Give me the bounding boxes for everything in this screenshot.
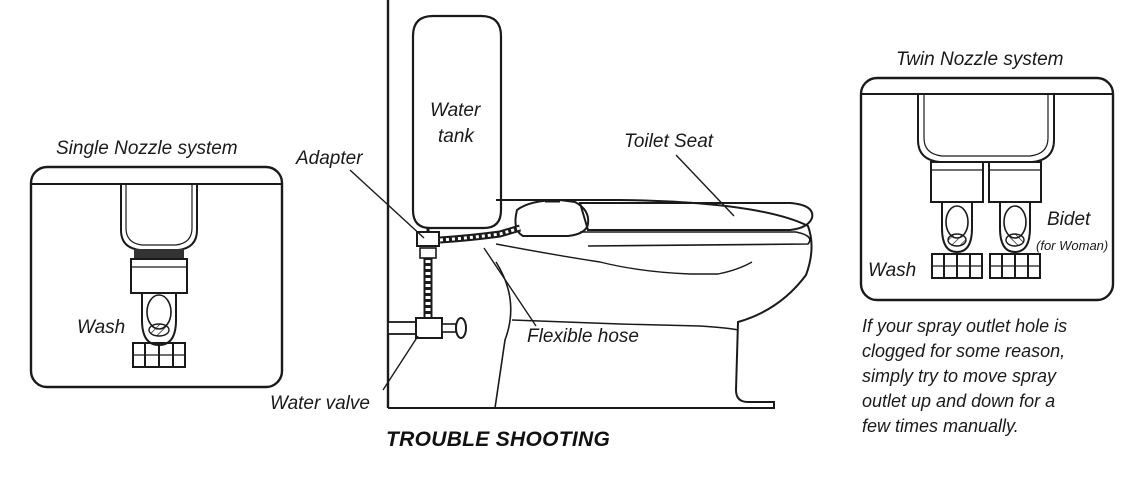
note-line: simply try to move spray: [862, 366, 1057, 386]
water-tank-label-line1: Water: [430, 100, 481, 121]
adapter-leader: [349, 169, 425, 239]
twin-bidet-sub-label: (for Woman): [1036, 238, 1109, 253]
single-spray-holes: [148, 323, 170, 337]
single-panel-frame: [29, 165, 284, 389]
twin-wash-label: Wash: [868, 260, 917, 281]
water-valve-label: Water valve: [270, 393, 370, 414]
twin-nozzle-panel: [859, 76, 1115, 302]
twin-panel-frame: [859, 76, 1115, 302]
single-wash-label: Wash: [77, 317, 126, 338]
twin-panel-caption: Twin Nozzle system: [896, 49, 1064, 70]
twin-bidet-nozzle-tip: [999, 202, 1031, 254]
water-tank: [411, 14, 503, 230]
toilet-seat-label: Toilet Seat: [624, 131, 714, 152]
seat-leader: [675, 154, 735, 217]
single-panel-caption: Single Nozzle system: [56, 138, 238, 159]
single-nozzle-panel: [29, 165, 284, 389]
toilet-seat: [578, 202, 814, 231]
hose-leader: [483, 247, 537, 327]
note-line: If your spray outlet hole is: [862, 316, 1068, 336]
twin-wash-nozzle-tip: [941, 202, 973, 254]
water-valve: [387, 317, 467, 339]
toilet-bowl: [496, 199, 813, 408]
valve-leader: [382, 335, 419, 391]
page-title: TROUBLE SHOOTING: [386, 428, 611, 451]
single-nozzle-neck: [134, 249, 184, 259]
single-nozzle-tip: [141, 293, 177, 347]
adapter-label: Adapter: [296, 148, 363, 169]
bidet-unit: [514, 198, 590, 237]
twin-nozzle-housing: [917, 95, 1055, 163]
toilet-illustration: [349, 0, 814, 409]
note-line: outlet up and down for a: [862, 391, 1056, 411]
troubleshooting-note: If your spray outlet hole is clogged for…: [862, 314, 1122, 439]
note-line: clogged for some reason,: [862, 341, 1066, 361]
twin-bidet-label: Bidet: [1047, 209, 1091, 230]
water-tank-label-line2: tank: [438, 126, 474, 147]
single-nozzle-housing: [120, 185, 198, 251]
flexible-hose-label: Flexible hose: [527, 326, 639, 347]
toilet-pedestal: [494, 261, 512, 409]
note-line: few times manually.: [862, 416, 1019, 436]
